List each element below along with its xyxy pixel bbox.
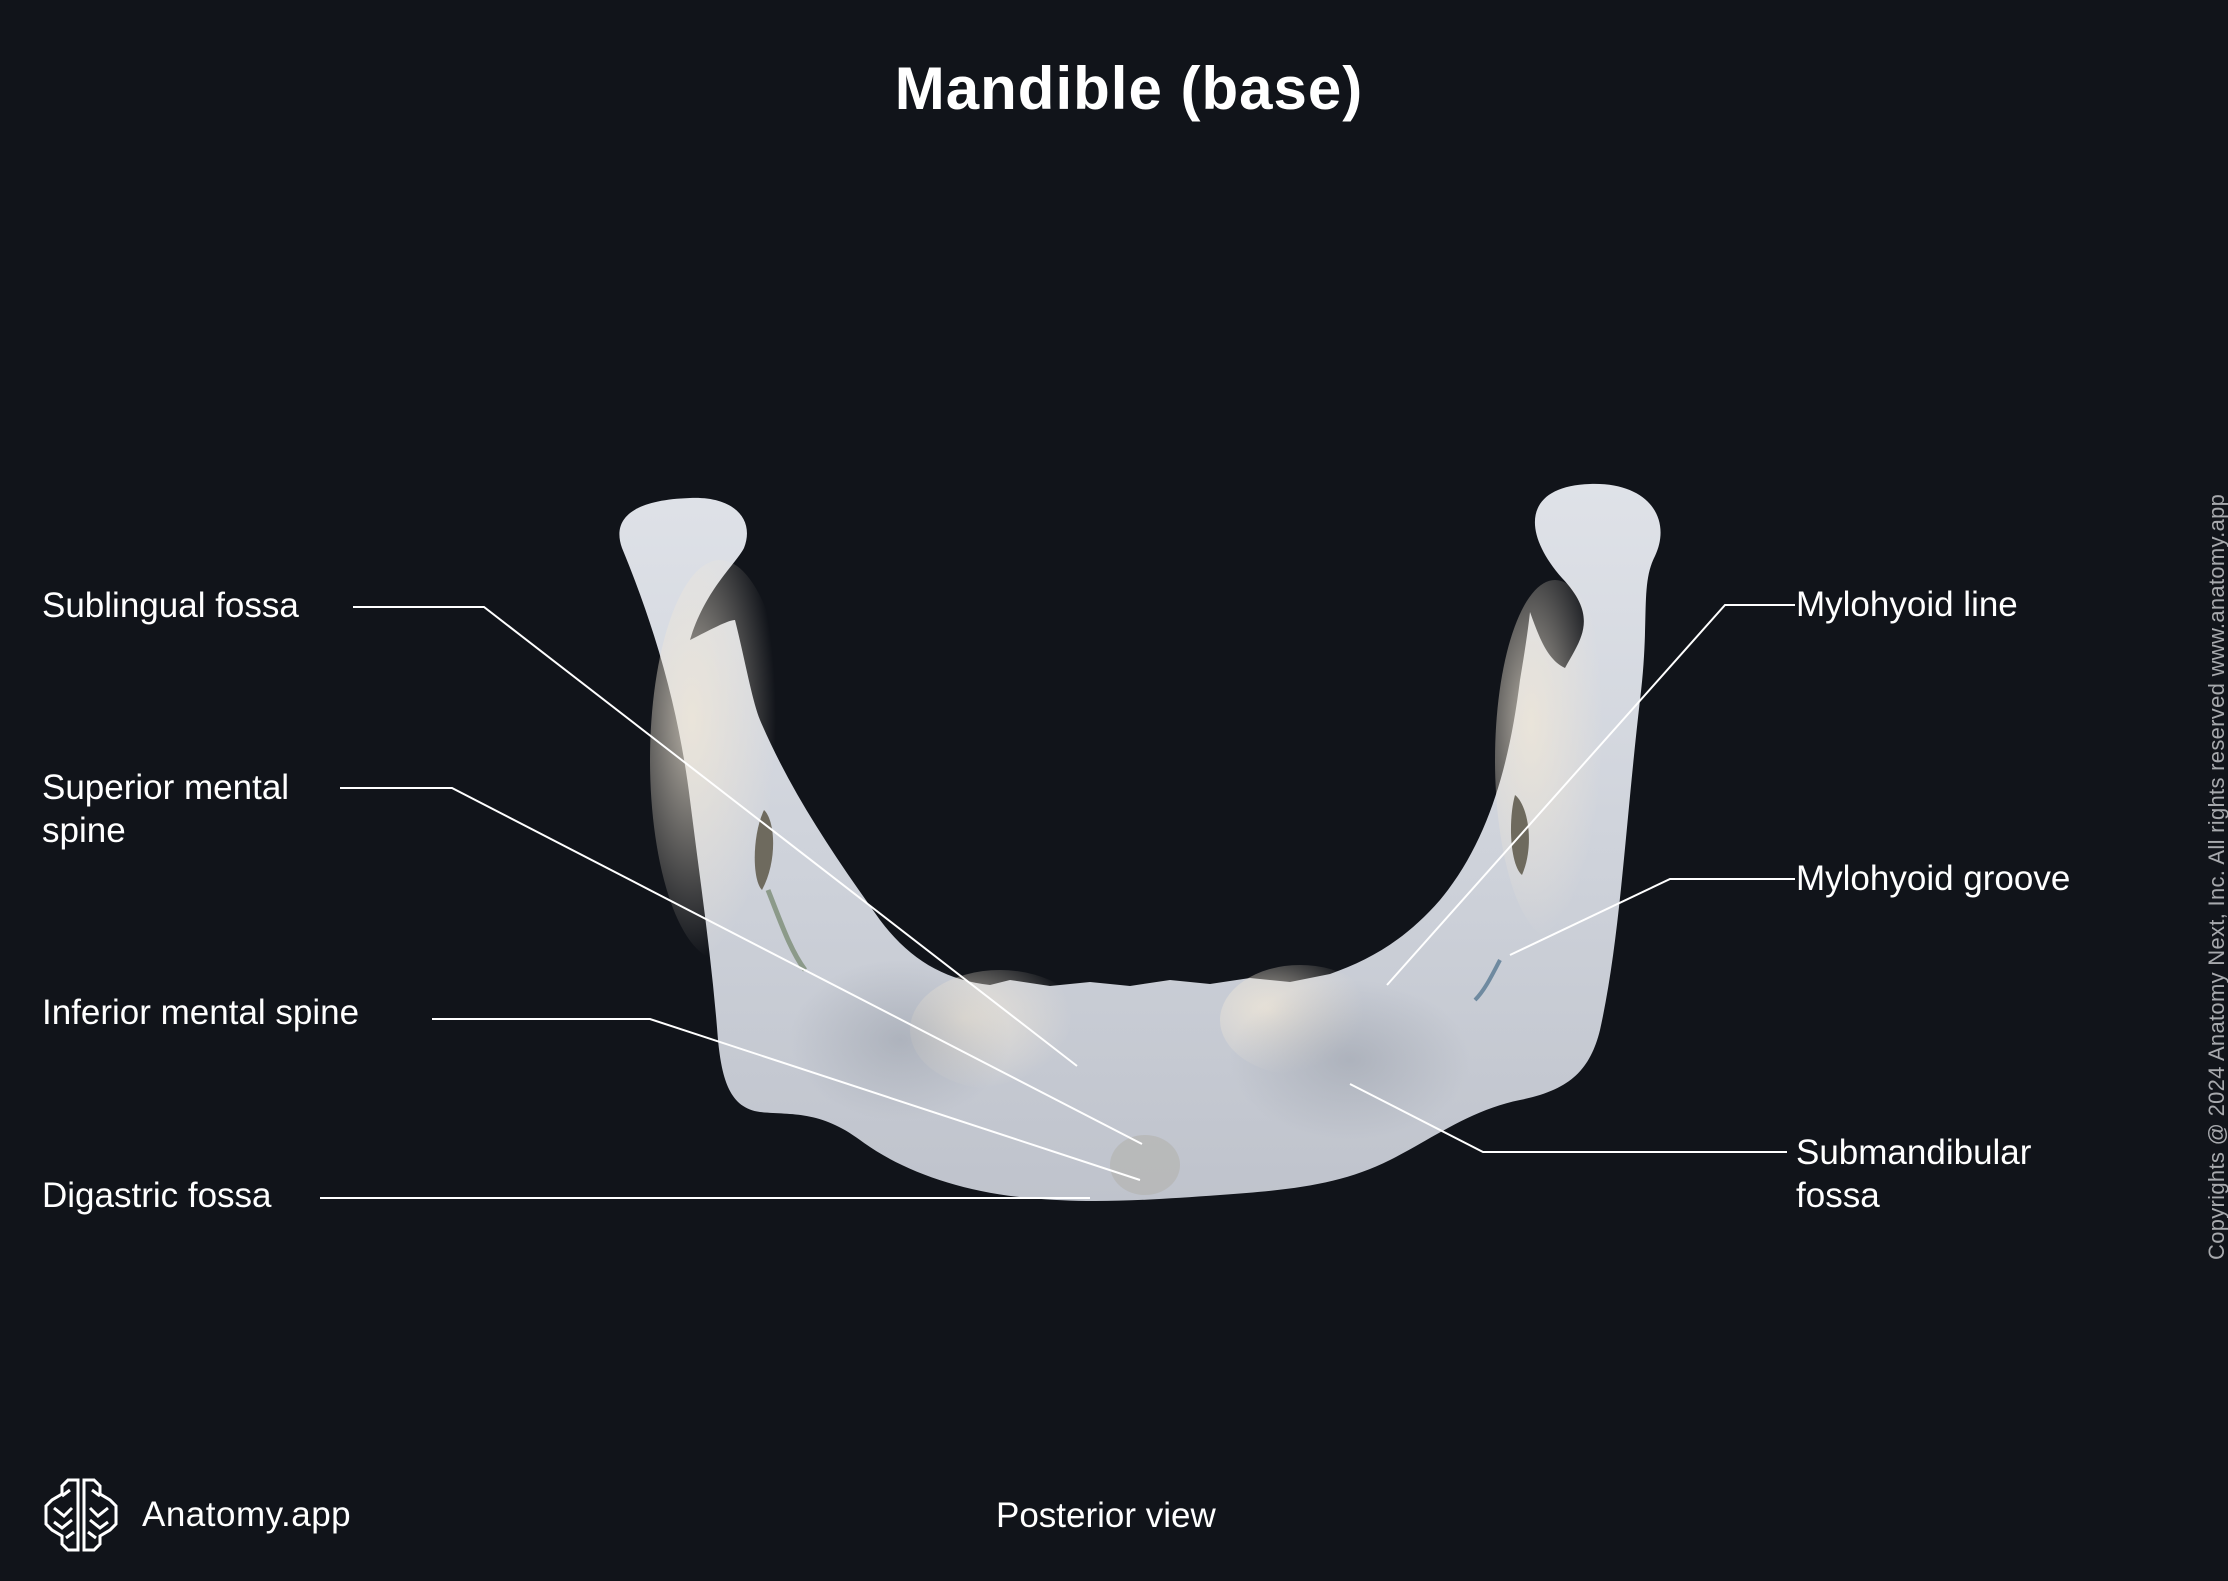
label-sublingual-fossa: Sublingual fossa (42, 584, 299, 627)
label-text-line-1: Submandibular (1796, 1133, 2032, 1172)
label-inferior-mental-spine: Inferior mental spine (42, 991, 359, 1034)
label-digastric-fossa: Digastric fossa (42, 1174, 272, 1217)
mandibular-foramen-left (754, 810, 774, 890)
label-text-line-2: fossa (1796, 1176, 1880, 1215)
copyright-notice: Copyrights @ 2024 Anatomy Next, Inc. All… (2204, 493, 2228, 1260)
label-mylohyoid-line: Mylohyoid line (1796, 583, 2018, 626)
brain-icon (44, 1478, 118, 1552)
label-text: Mylohyoid groove (1796, 859, 2071, 898)
label-text-line-2: spine (42, 811, 126, 850)
bone-highlight-right (1495, 580, 1615, 940)
leader-superior-mental-spine (340, 787, 1143, 1145)
label-superior-mental-spine: Superior mental spine (42, 766, 289, 852)
label-text: Mylohyoid line (1796, 585, 2018, 624)
page-title: Mandible (base) (894, 55, 1364, 122)
mental-spines-texture (1110, 1135, 1180, 1195)
bone-shade-left (790, 960, 1010, 1120)
mylohyoid-groove-right (1473, 959, 1502, 1002)
brand: Anatomy.app (40, 1476, 351, 1554)
brand-name: Anatomy.app (142, 1495, 352, 1534)
label-text: Sublingual fossa (42, 586, 299, 625)
mylohyoid-groove-left (765, 889, 808, 972)
leader-mylohyoid-groove (1509, 878, 1795, 956)
label-mylohyoid-groove: Mylohyoid groove (1796, 857, 2070, 900)
view-label: Posterior view (996, 1496, 1216, 1535)
leader-lines (320, 604, 1795, 1199)
bone-shade-right (1230, 980, 1470, 1140)
leader-mylohyoid-line (1386, 604, 1795, 986)
leader-inferior-mental-spine (432, 1018, 1141, 1181)
leader-sublingual-fossa (353, 606, 1078, 1067)
label-text: Digastric fossa (42, 1176, 272, 1215)
label-text: Inferior mental spine (42, 993, 360, 1032)
label-text-line-1: Superior mental (42, 768, 290, 807)
label-submandibular-fossa: Submandibular fossa (1796, 1131, 2031, 1217)
leader-submandibular-fossa (1349, 1083, 1787, 1153)
